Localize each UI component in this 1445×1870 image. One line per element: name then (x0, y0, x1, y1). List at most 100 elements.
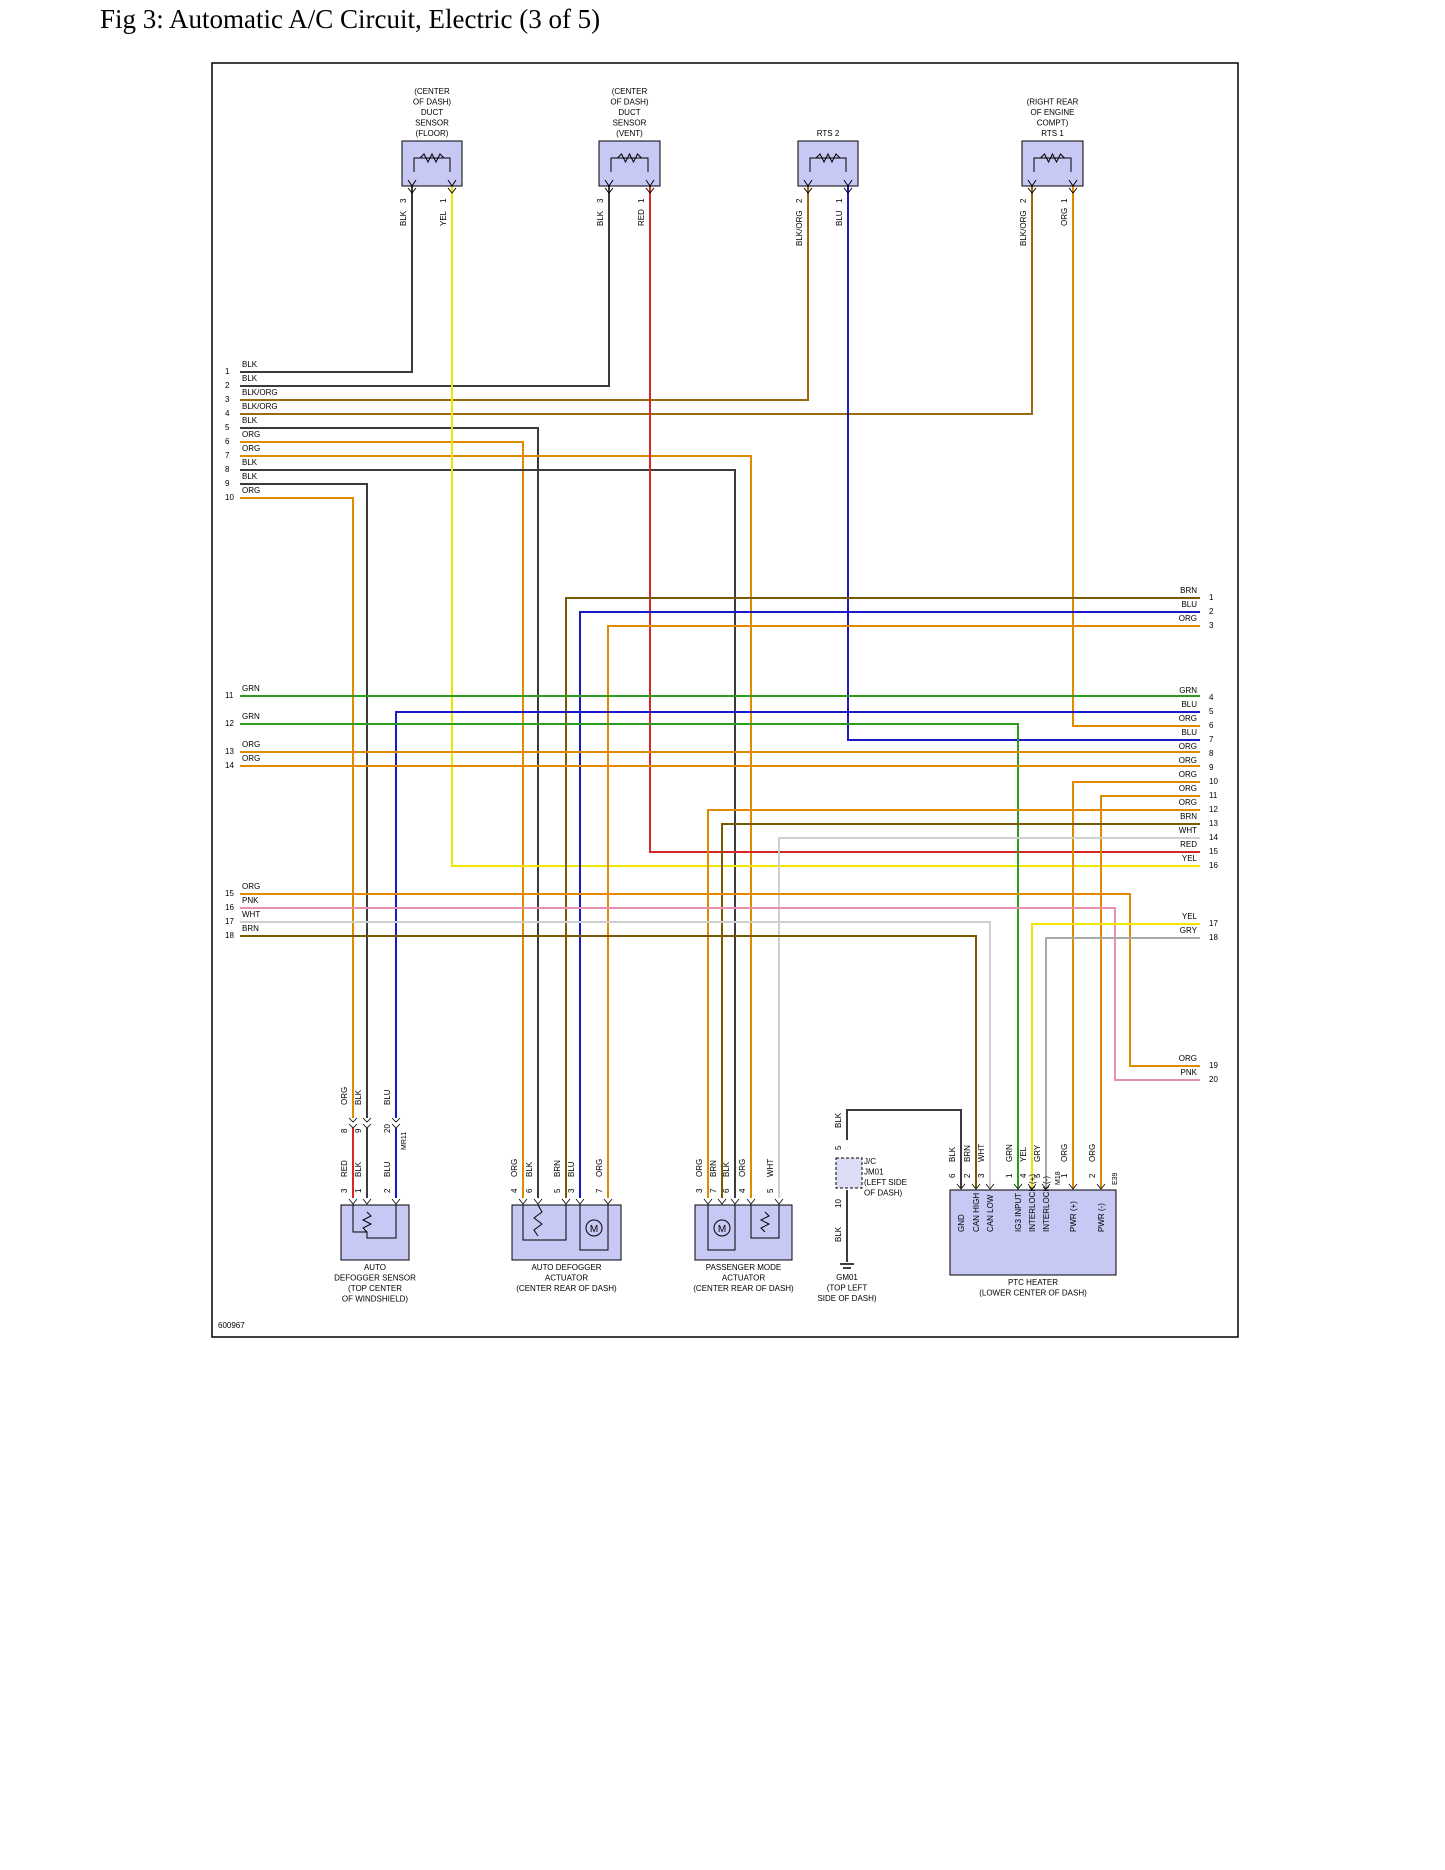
wire-ptc-yel (1031, 923, 1200, 1188)
floor-sensor-box (401, 140, 463, 187)
ground-label-line: (TOP LEFT (827, 1284, 868, 1293)
potentiometer-icon (352, 1205, 367, 1233)
pin-number: 3 (596, 198, 605, 203)
left-wire-color-label: BLK (242, 472, 258, 481)
wire-ptc-gnd (846, 1109, 962, 1188)
right-wire-color-label: ORG (1179, 798, 1197, 807)
right-wire-color-label: RED (1180, 840, 1197, 849)
wire-color-label: BLK (354, 1161, 363, 1177)
floor-label-line: DUCT (421, 108, 443, 117)
pin-number: 2 (963, 1173, 972, 1178)
inline-wire-color-label: BLK (354, 1089, 363, 1105)
ptc-pin-function: CAN HIGH (972, 1193, 981, 1232)
junction-label-line: OF DASH) (864, 1189, 903, 1198)
wire-rts2-blkorg (240, 186, 809, 401)
right-wire-color-label: ORG (1179, 614, 1197, 623)
right-connector-pin-number: 19 (1209, 1061, 1218, 1070)
right-wire-color-label: BLU (1181, 700, 1197, 709)
defog_sensor-label-line: AUTO (364, 1263, 386, 1272)
right-wire-color-label: BRN (1180, 586, 1197, 595)
wire-defogact-blk (240, 427, 539, 1198)
thermistor-icon (1040, 152, 1065, 164)
left-connector-pin-number: 10 (225, 493, 234, 502)
motor-icon-letter: M (718, 1224, 726, 1235)
floor-label-line: SENSOR (415, 119, 449, 128)
ground-symbol-icon (840, 1263, 854, 1269)
wire-passmode-org3 (707, 809, 1200, 1198)
pin-terminal (1096, 1183, 1106, 1190)
wire-color-label: BLK (948, 1146, 957, 1162)
pin-number: 1 (1060, 198, 1069, 203)
wire-color-label: WHT (766, 1159, 775, 1177)
rts2-sensor-box (797, 140, 859, 187)
pin-terminal (1068, 179, 1078, 187)
pin-terminal (985, 1183, 995, 1190)
thermistor-icon (419, 152, 445, 164)
rts1-label-line: COMPT) (1037, 119, 1069, 128)
wire-ptc-brn (240, 935, 977, 1188)
motor-icon (713, 1219, 731, 1237)
right-connector-pin-number: 16 (1209, 861, 1218, 870)
wire-color-label: ORG (1088, 1144, 1097, 1162)
pin-terminal (604, 187, 614, 194)
junction-wire-label: BLK (834, 1226, 843, 1242)
wire-color-label: BLU (383, 1161, 392, 1177)
inline-pin-number: 9 (354, 1128, 363, 1133)
vent-label-line: (VENT) (616, 129, 643, 138)
thermistor-icon (815, 152, 841, 164)
defog_actuator-label-line: (CENTER REAR OF DASH) (516, 1284, 617, 1293)
wire-passmode-wht (778, 837, 1200, 1198)
left-connector-pin-number: 15 (225, 889, 234, 898)
junction-label-line: (LEFT SIDE (864, 1178, 907, 1187)
pin-terminal (1068, 187, 1078, 194)
right-connector-pin-number: 5 (1209, 707, 1214, 716)
pass_mode-label-line: PASSENGER MODE (706, 1263, 781, 1272)
pin-terminal (645, 187, 655, 194)
potentiometer-icon (759, 1211, 771, 1233)
left-connector-pin-number: 12 (225, 719, 234, 728)
pin-terminal (645, 179, 655, 187)
right-wire-color-label: PNK (1181, 1068, 1198, 1077)
pin-terminal (603, 1198, 613, 1205)
wire-color-label: BLK (596, 210, 605, 226)
pin-number: 7 (595, 1188, 604, 1193)
right-connector-pin-number: 8 (1209, 749, 1214, 758)
wire-color-label: BRN (709, 1160, 718, 1177)
rts1-label-line: RTS 1 (1041, 129, 1064, 138)
wire-color-label: ORG (1060, 208, 1069, 226)
left-wire-color-label: BLK/ORG (242, 388, 278, 397)
left-wire-color-label: PNK (242, 896, 259, 905)
ptc-pin-function: IG3 INPUT (1014, 1193, 1023, 1232)
component-layer (340, 140, 1117, 1276)
pin-terminal (703, 1198, 713, 1205)
wire-color-label: WHT (977, 1144, 986, 1162)
wire-defogact-org7 (607, 625, 1200, 1198)
thermistor-icon (610, 157, 649, 172)
pin-terminal (803, 179, 813, 187)
junction-pin-number: 10 (834, 1199, 843, 1208)
pass_mode-box (694, 1204, 793, 1261)
pin-number: 1 (1060, 1173, 1069, 1178)
pin-number: 3 (977, 1173, 986, 1178)
wire-color-label: BLK/ORG (1019, 210, 1028, 246)
junction-pin-number: 5 (834, 1145, 843, 1150)
wire-rts1-org (1072, 186, 1200, 727)
right-connector-pin-number: 15 (1209, 847, 1218, 856)
wire-ptc-pwr-neg (1100, 795, 1200, 1188)
wire-passmode-brn (721, 823, 1200, 1198)
left-wire-color-label: ORG (242, 882, 260, 891)
right-connector-pin-number: 18 (1209, 933, 1218, 942)
motor-wiring (707, 1205, 736, 1251)
inline-connector-id: MR11 (401, 1132, 408, 1150)
pin-number: 4 (738, 1188, 747, 1193)
left-connector-pin-number: 9 (225, 479, 230, 488)
left-wire-color-label: BLK (242, 360, 258, 369)
right-wire-color-label: ORG (1179, 714, 1197, 723)
wire-color-label: BLK (722, 1161, 731, 1177)
pin-number: 2 (383, 1188, 392, 1193)
right-connector-pin-number: 1 (1209, 593, 1214, 602)
pin-number: 2 (1088, 1173, 1097, 1178)
page-title: Fig 3: Automatic A/C Circuit, Electric (… (100, 4, 601, 34)
right-connector-pin-number: 10 (1209, 777, 1218, 786)
